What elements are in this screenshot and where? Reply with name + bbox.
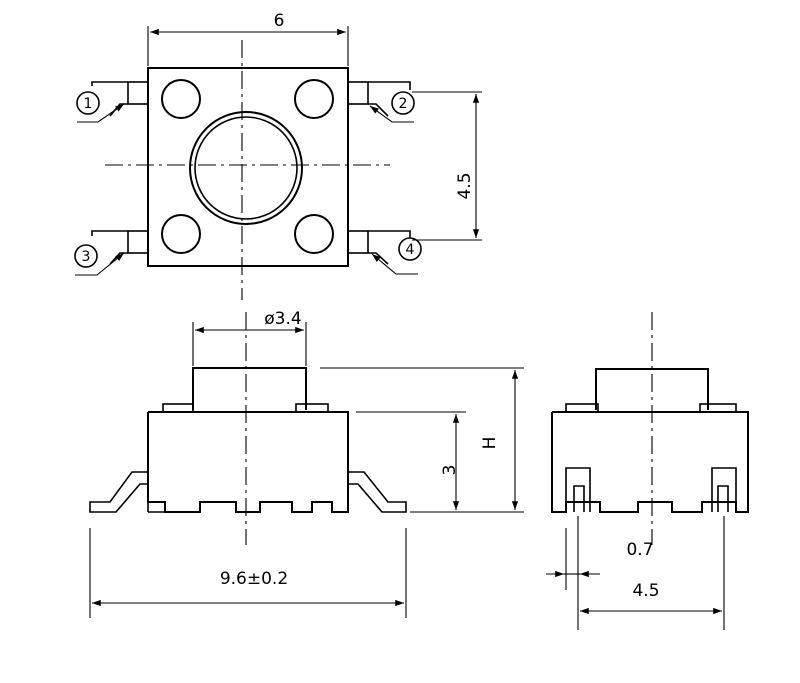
terminal-top-right (347, 81, 411, 117)
pin-1-label: 1 (84, 96, 93, 112)
dim-pin-pitch-label: 4.5 (455, 172, 475, 199)
hole-top-right (294, 79, 334, 119)
top-view-body (147, 67, 349, 267)
front-view: ø3.4 H 3 9.6±0.2 (89, 309, 524, 618)
terminal-bottom-right (347, 230, 411, 265)
dim-lead-width-label: 0.7 (626, 540, 653, 560)
actuator-inner-circle (194, 116, 298, 220)
dim-width-label: 6 (274, 11, 285, 31)
front-actuator (192, 367, 307, 410)
pin-3-callout: 3 (74, 244, 125, 276)
side-lead-left-inner (573, 485, 585, 512)
side-lead-right-inner (717, 485, 729, 512)
top-view: 1 2 3 4 6 4.5 (74, 11, 482, 300)
terminal-top-left (91, 81, 149, 117)
dim-actuator-diameter: ø3.4 (192, 309, 307, 366)
hole-bottom-left (161, 214, 201, 254)
side-top-tab-left (565, 403, 599, 413)
front-lead-left (89, 471, 148, 513)
front-lead-right (348, 471, 407, 513)
front-top-tab-right (295, 403, 329, 413)
pin-3-label: 3 (82, 249, 91, 265)
side-view: 0.7 4.5 (546, 312, 749, 630)
terminal-bottom-left (91, 230, 149, 265)
dim-body-height-3: 3 (356, 411, 466, 510)
hole-bottom-right (294, 214, 334, 254)
pin-2-callout: 2 (369, 91, 415, 123)
dim-height-h: H (320, 367, 524, 513)
side-lead-left-outer (565, 467, 591, 512)
dim-height-label: H (480, 437, 500, 450)
side-lead-right-outer (711, 467, 737, 512)
side-top-tab-right (699, 403, 737, 413)
dim-lead-span-label: 4.5 (632, 581, 659, 601)
dim-width-6: 6 (147, 11, 349, 66)
pin-4-callout: 4 (371, 237, 422, 275)
pin-4-label: 4 (406, 242, 415, 258)
dim-overall-length: 9.6±0.2 (89, 528, 407, 618)
dim-actuator-diameter-label: ø3.4 (264, 309, 301, 329)
pin-1-callout: 1 (76, 91, 125, 123)
front-body (147, 411, 349, 513)
hole-top-left (161, 79, 201, 119)
actuator-outer-circle (189, 111, 303, 225)
front-top-tab-left (162, 403, 194, 413)
dim-pin-pitch-4-5: 4.5 (412, 91, 482, 241)
dim-body-height-label: 3 (440, 465, 460, 476)
dim-lead-span: 4.5 (580, 516, 725, 630)
dim-overall-length-label: 9.6±0.2 (220, 569, 288, 589)
dim-lead-width: 0.7 (546, 516, 654, 630)
pin-2-label: 2 (399, 96, 408, 112)
